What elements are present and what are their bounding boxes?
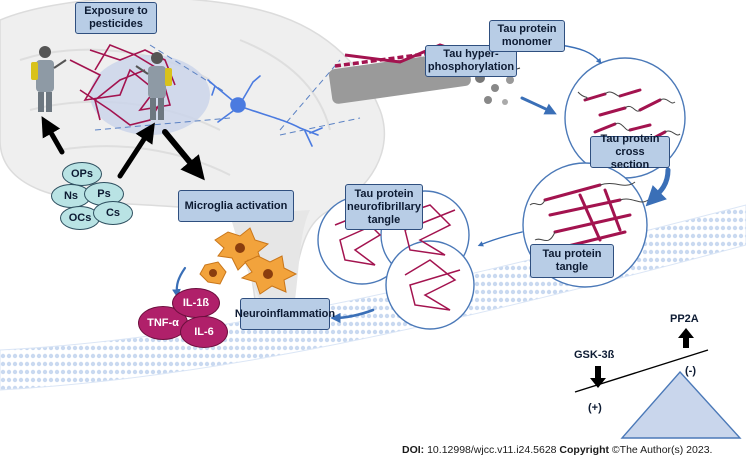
tau-protein-monomer-label: Tau protein monomer <box>489 20 565 52</box>
pp2a-up-arrow-icon <box>678 328 694 348</box>
black-arrows <box>41 116 205 181</box>
minus-label: (-) <box>685 365 696 377</box>
arrow-neurofibrillary-to-neuroinflammation <box>330 308 375 324</box>
tau-protein-tangle-label: Tau protein tangle <box>530 244 614 278</box>
citation-footer: DOI: 10.12998/wjcc.v11.i24.5628 Copyrigh… <box>402 444 712 456</box>
cytokine-il-1b: IL-1ß <box>172 288 220 318</box>
tau-protein-cross-section-label: Tau protein cross section <box>590 133 670 171</box>
arrow-circle-to-tangle <box>645 167 671 207</box>
microglia-cells-icon <box>199 227 298 295</box>
doi-label: DOI: <box>402 444 425 456</box>
plus-label: (+) <box>588 402 602 414</box>
neuroinflammation-label: Neuroinflammation <box>235 298 335 330</box>
arrow-pesticides-to-left-farmer <box>41 116 65 155</box>
cytokine-il-6: IL-6 <box>180 316 228 348</box>
arrow-filament-to-circle <box>520 96 557 115</box>
cytokine-tnf-alpha: TNF-α <box>138 306 188 340</box>
doi-value: 10.12998/wjcc.v11.i24.5628 <box>427 444 557 456</box>
tau-protein-neurofibrillary-tangle-label: Tau protein neurofibrillary tangle <box>345 184 423 230</box>
copyright-value: ©The Author(s) 2023. <box>611 444 713 456</box>
neuron-icon <box>207 75 323 147</box>
pesticide-cs: Cs <box>93 201 133 225</box>
microglia-activation-label: Microglia activation <box>178 190 294 222</box>
farmer-right-icon <box>135 52 172 120</box>
farmer-left-icon <box>31 46 67 112</box>
arrow-to-microglia <box>162 129 205 181</box>
gsk-3b-label: GSK-3ß <box>574 349 615 361</box>
arrow-pesticides-to-right-farmer <box>117 122 155 179</box>
copyright-label: Copyright <box>559 444 609 456</box>
balance-scale <box>574 328 742 439</box>
gsk-down-arrow-icon <box>590 366 606 388</box>
arrow-tangle-to-neurofibrillary <box>477 231 523 247</box>
scale-fulcrum <box>620 370 742 439</box>
pp2a-label: PP2A <box>670 313 699 325</box>
arrow-monomer-to-circle <box>559 44 602 64</box>
arrow-microglia-to-cytokines <box>172 266 187 298</box>
pesticide-ps: Ps <box>84 182 124 206</box>
exposure-to-pesticides-label: Exposure to pesticides <box>75 2 157 34</box>
blue-arrows <box>172 44 671 324</box>
